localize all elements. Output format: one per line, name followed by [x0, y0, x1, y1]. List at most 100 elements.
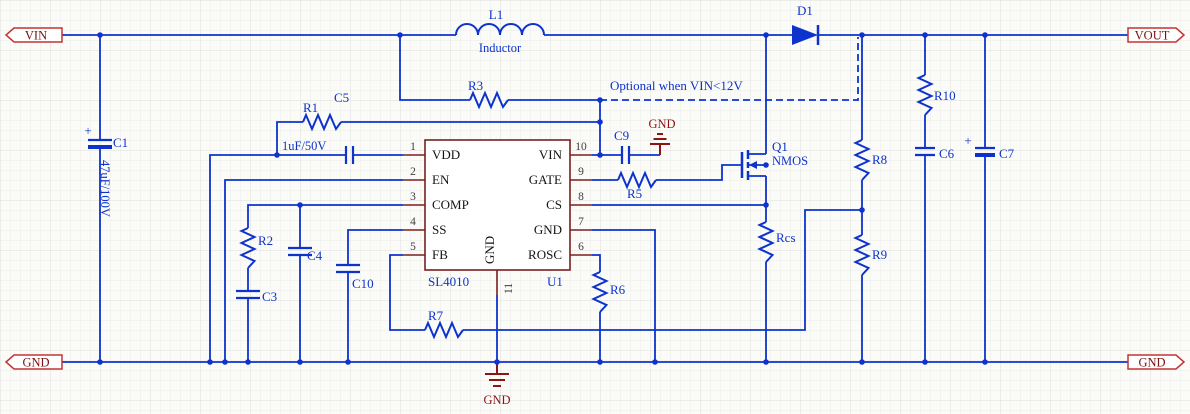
junction-dot: [859, 359, 865, 365]
pin-num-9: 9: [578, 166, 584, 178]
resistor-r1[interactable]: R1: [302, 100, 342, 132]
wire-r1-line[interactable]: [276, 121, 600, 155]
resistor-r7[interactable]: R7: [424, 308, 464, 340]
gnd-bottom-bars: [485, 362, 509, 387]
port-gnd-right[interactable]: GND: [1127, 354, 1186, 370]
port-vin[interactable]: VIN: [4, 27, 63, 43]
capacitor-c7[interactable]: + C7: [964, 133, 1014, 161]
junction-dot: [297, 359, 303, 365]
wire-vdd-line[interactable]: [209, 154, 403, 362]
pin-name-vdd: VDD: [432, 147, 460, 162]
d1-anode-triangle: [792, 25, 818, 45]
wire-rosc-line[interactable]: [592, 254, 601, 362]
capacitor-c5[interactable]: C5 1uF/50V: [282, 90, 355, 164]
junction-dot: [982, 359, 988, 365]
r8-body: [853, 139, 871, 181]
resistor-r9[interactable]: R9: [853, 234, 888, 276]
wire-optional-dashed[interactable]: [600, 37, 859, 101]
c10-plates: [336, 263, 360, 274]
c1-polarity: +: [84, 123, 91, 138]
wire-gate-line[interactable]: [592, 164, 742, 181]
c7-ref: C7: [999, 146, 1015, 161]
junction-dot: [97, 32, 103, 38]
capacitor-c10[interactable]: C10: [336, 263, 374, 291]
wire-fb-line[interactable]: [389, 209, 862, 331]
junction-dot: [652, 359, 658, 365]
pin-name-cs: CS: [546, 197, 562, 212]
wire-ss-line[interactable]: [347, 229, 403, 362]
inductor-l1[interactable]: L1 Inductor: [455, 7, 545, 55]
junction-dot: [97, 359, 103, 365]
junction-dot: [274, 152, 280, 158]
gnd-bottom-label: GND: [483, 393, 510, 407]
transistor-q1[interactable]: Q1 NMOS: [740, 139, 808, 180]
resistor-r5[interactable]: R5: [617, 170, 657, 201]
pin-name-vin: VIN: [539, 147, 563, 162]
r2-body: [239, 227, 257, 269]
r7-body: [424, 320, 464, 340]
junction-dot: [222, 359, 228, 365]
r6-body: [591, 271, 609, 313]
resistor-r8[interactable]: R8: [853, 139, 888, 181]
pin-num-3: 3: [410, 191, 416, 203]
pin-name-fb: FB: [432, 247, 448, 262]
pin-name-en: EN: [432, 172, 450, 187]
c1-value: 47uF/100V: [98, 160, 112, 217]
junction-dot: [597, 119, 603, 125]
junction-dot: [297, 202, 303, 208]
gnd-top-bars: [650, 133, 670, 155]
capacitor-c9[interactable]: C9: [614, 128, 631, 164]
c6-ref: C6: [939, 146, 955, 161]
optional-note: Optional when VIN<12V: [610, 78, 743, 93]
resistor-rcs[interactable]: Rcs: [757, 221, 796, 263]
gnd-symbol-top[interactable]: GND: [648, 117, 676, 155]
junction-dot: [597, 97, 603, 103]
c9-plates: [620, 146, 631, 164]
wire-en-line[interactable]: [224, 179, 403, 362]
c4-ref: C4: [307, 248, 323, 263]
c6-plates: [915, 146, 935, 157]
wire-vinpin-node[interactable]: [592, 100, 661, 156]
c5-plates: [344, 146, 355, 164]
ic-part-label: SL4010: [428, 274, 469, 289]
rcs-body: [757, 221, 775, 263]
pin-num-8: 8: [578, 191, 584, 203]
gnd-symbol-bottom[interactable]: GND: [483, 362, 511, 407]
c3-ref: C3: [262, 289, 277, 304]
capacitor-c6[interactable]: C6: [915, 146, 955, 161]
rcs-ref: Rcs: [776, 230, 796, 245]
resistor-r3[interactable]: R3: [468, 78, 509, 110]
capacitor-c4[interactable]: C4: [288, 246, 323, 263]
resistor-r10[interactable]: R10: [916, 74, 956, 116]
q1-ref: Q1: [772, 139, 788, 154]
wire-comp-line[interactable]: [247, 204, 403, 362]
resistor-r2[interactable]: R2: [239, 227, 274, 269]
gnd-top-label: GND: [648, 117, 675, 131]
pin-num-2: 2: [410, 166, 416, 178]
wire-pin7-gnd[interactable]: [592, 229, 656, 362]
junction-dot: [207, 359, 213, 365]
port-gnd-right-shape: [1127, 354, 1186, 370]
d1-ref: D1: [797, 3, 813, 18]
port-vout[interactable]: VOUT: [1127, 27, 1186, 43]
pin-name-comp: COMP: [432, 197, 469, 212]
diode-d1[interactable]: D1: [792, 3, 820, 45]
c7-polarity: +: [964, 133, 971, 148]
pin-num-1: 1: [410, 141, 416, 153]
port-vout-label: VOUT: [1135, 29, 1170, 43]
capacitor-c3[interactable]: C3: [236, 289, 277, 304]
resistor-r6[interactable]: R6: [591, 271, 626, 313]
port-gnd-left[interactable]: GND: [4, 354, 63, 370]
l1-ref: L1: [489, 7, 503, 22]
wire-r3-input[interactable]: [399, 35, 600, 101]
pin-name-rosc: ROSC: [528, 247, 562, 262]
capacitor-c1[interactable]: + C1 47uF/100V: [84, 123, 128, 217]
ic-ref-label: U1: [547, 274, 563, 289]
ic-u1[interactable]: 1 2 3 4 5 10 9 8 7 6 VDD EN COMP SS FB V…: [403, 139, 592, 295]
c5-ref: C5: [334, 90, 349, 105]
junction-dot: [922, 32, 928, 38]
port-vin-shape: [4, 27, 63, 43]
r1-ref: R1: [303, 100, 318, 115]
junction-dot: [597, 152, 603, 158]
